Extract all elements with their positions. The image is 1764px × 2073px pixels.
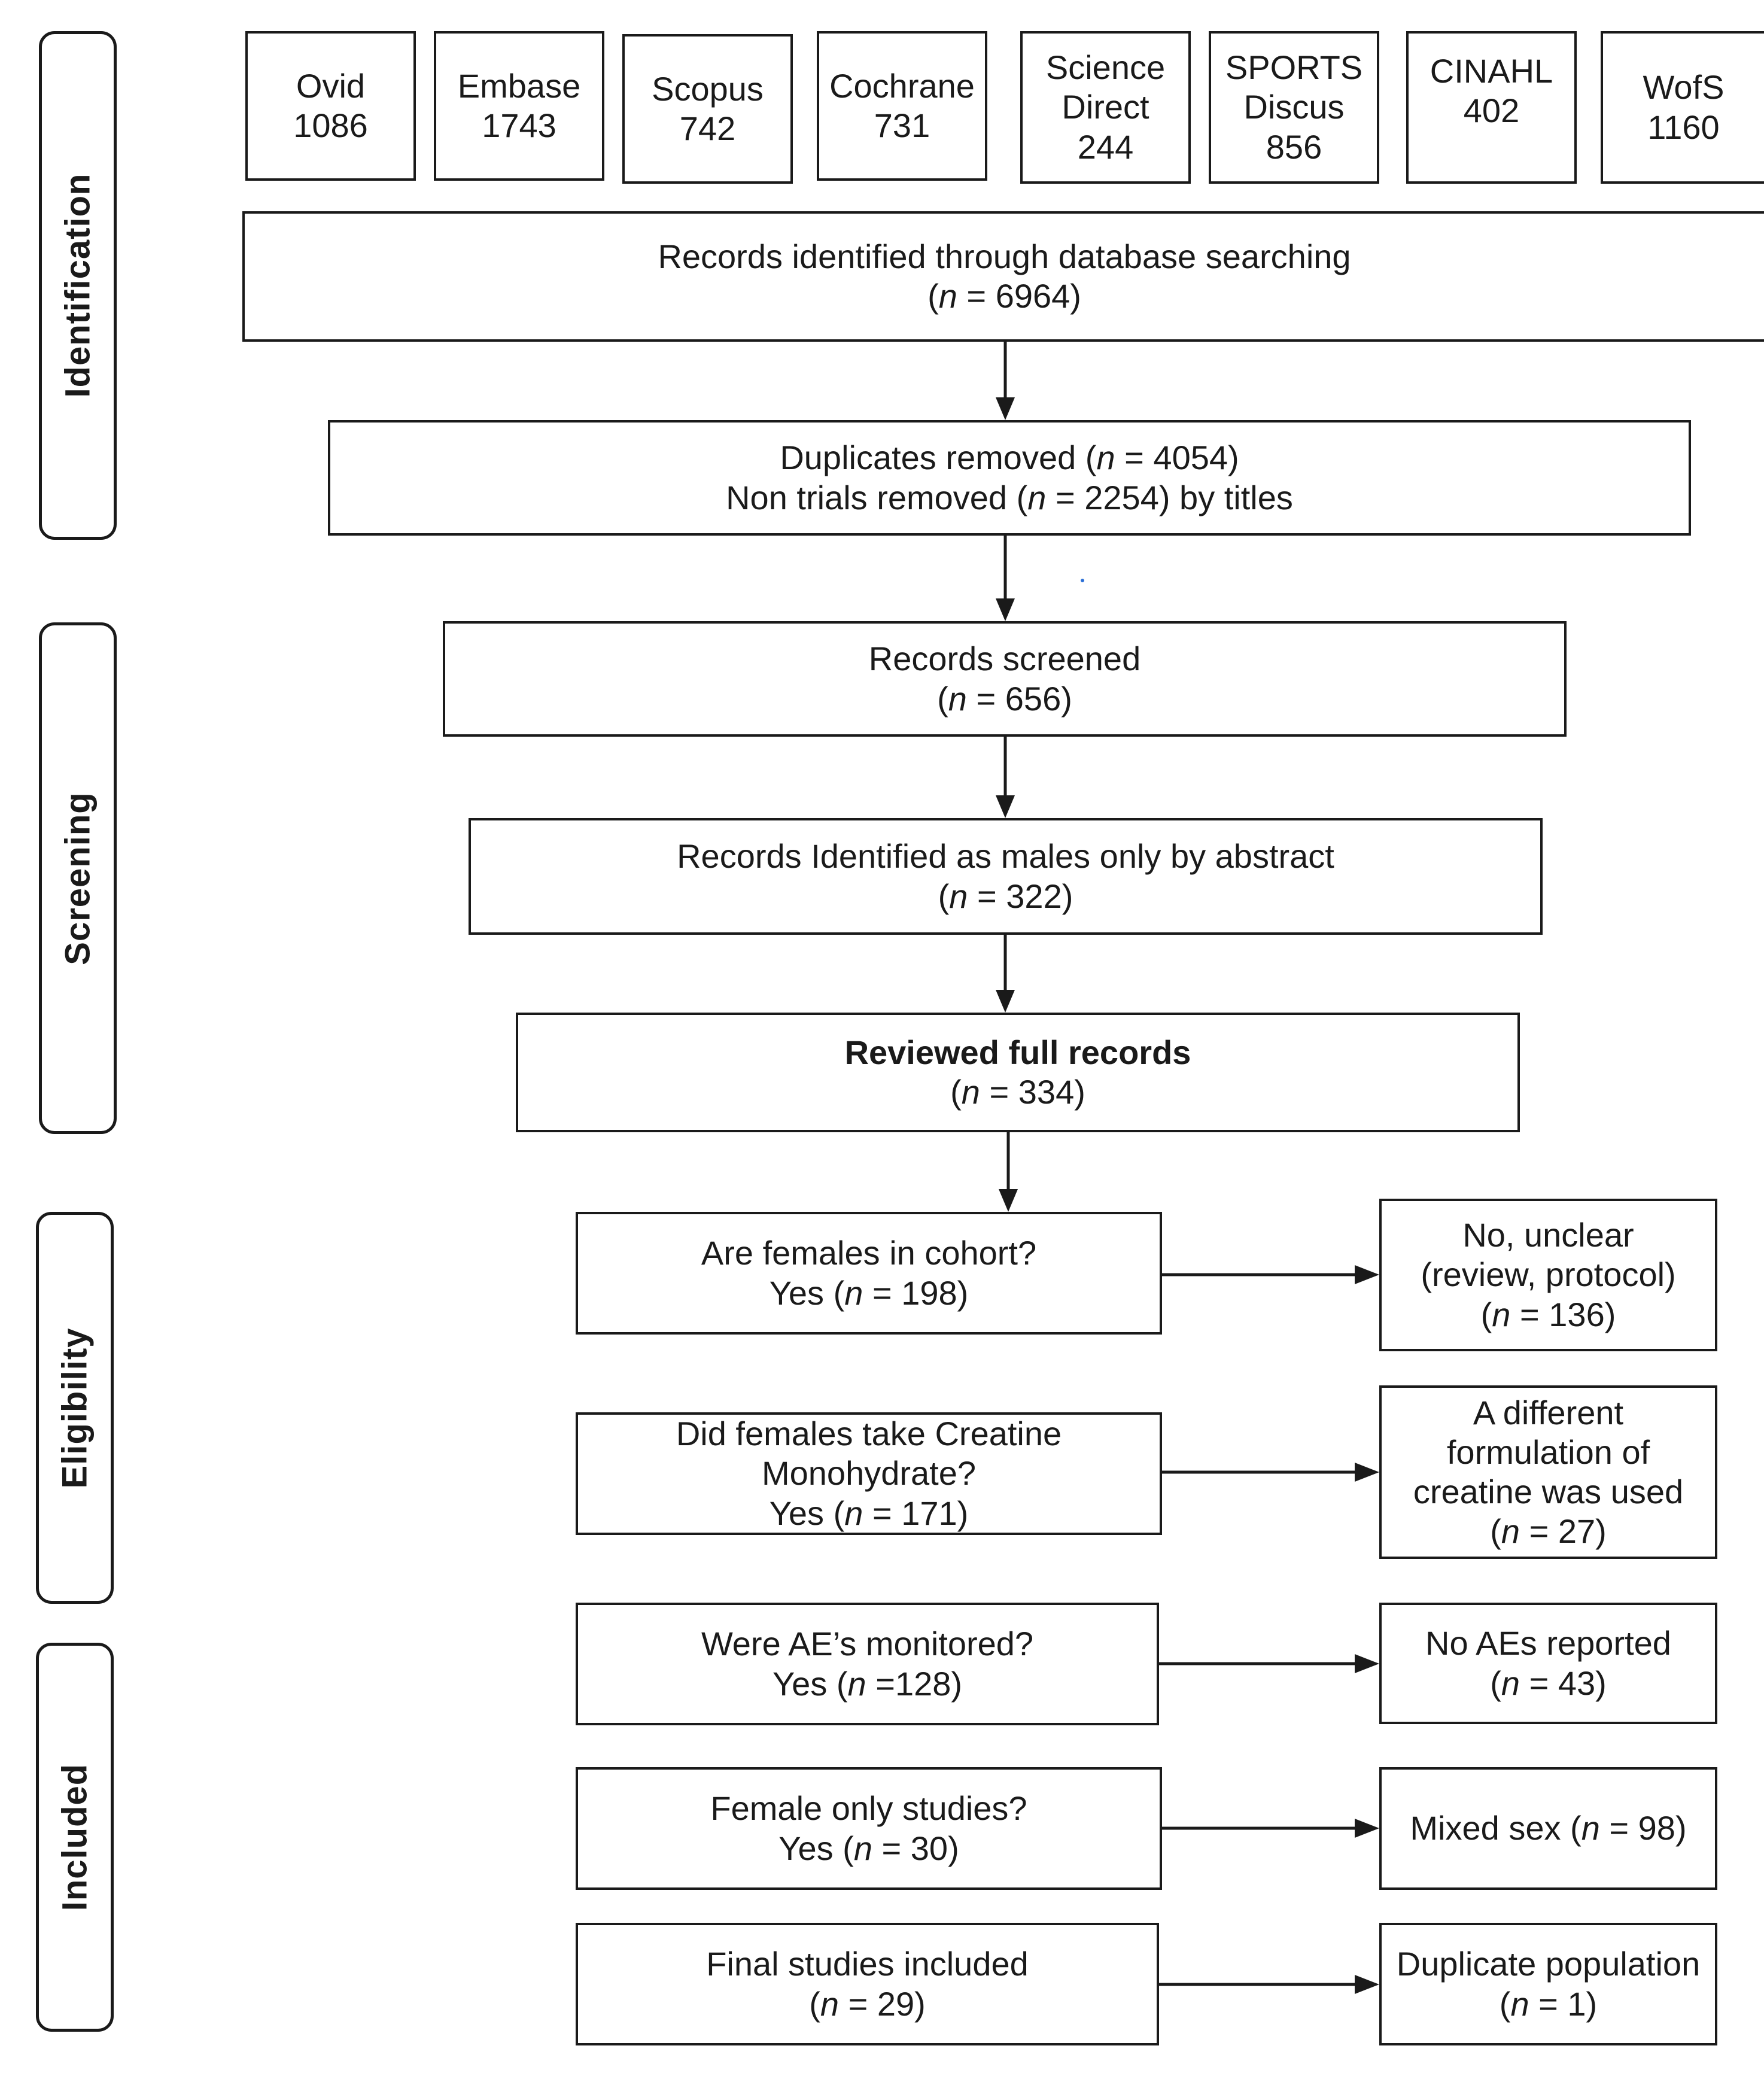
final-studies-label: Final studies included	[706, 1945, 1029, 1983]
database-name: Embase	[457, 66, 581, 105]
arrow-duplicates-to-screened	[996, 536, 1015, 621]
duplicates-removed-box: Duplicates removed (n = 4054) Non trials…	[328, 420, 1691, 536]
database-cinahl: CINAHL 402	[1406, 31, 1577, 184]
records-screened-count: (n = 656)	[937, 679, 1072, 718]
database-scopus: Scopus 742	[622, 34, 793, 184]
database-count: 1086	[293, 107, 368, 144]
duplicate-population-box: Duplicate population (n = 1)	[1379, 1923, 1717, 2045]
records-screened-label: Records screened	[868, 640, 1141, 678]
no-unclear-line1: No, unclear	[1462, 1216, 1634, 1254]
females-cohort-box: Are females in cohort? Yes (n = 198)	[576, 1212, 1162, 1335]
database-name-line2: Direct	[1062, 88, 1149, 126]
database-name-line1: SPORTS	[1225, 48, 1363, 87]
database-name: WofS	[1643, 68, 1725, 107]
records-identified-label: Records identified through database sear…	[658, 237, 1351, 275]
arrow-female-only-to-mixed-sex	[1162, 1819, 1379, 1838]
female-only-count: Yes (n = 30)	[778, 1829, 959, 1867]
different-formulation-box: A different formulation of creatine was …	[1379, 1385, 1717, 1559]
males-only-count: (n = 322)	[938, 877, 1073, 915]
females-cohort-question: Are females in cohort?	[701, 1234, 1037, 1272]
different-formulation-line3: creatine was used	[1413, 1473, 1684, 1510]
database-embase: Embase 1743	[434, 31, 604, 181]
stage-included: Included	[36, 1643, 114, 2032]
no-unclear-count: (n = 136)	[1480, 1295, 1616, 1333]
database-name-line1: Science	[1045, 48, 1166, 87]
females-cohort-count: Yes (n = 198)	[769, 1273, 969, 1312]
database-count: 1743	[482, 107, 556, 144]
database-count: 1160	[1647, 108, 1720, 146]
arrow-screened-to-males-only	[996, 737, 1015, 818]
mixed-sex-label: Mixed sex (n = 98)	[1410, 1809, 1687, 1847]
female-only-box: Female only studies? Yes (n = 30)	[576, 1767, 1162, 1890]
creatine-question-line2: Monohydrate?	[761, 1454, 976, 1493]
males-only-label: Records Identified as males only by abst…	[677, 837, 1334, 876]
different-formulation-count: (n = 27)	[1490, 1512, 1607, 1551]
creatine-box: Did females take Creatine Monohydrate? Y…	[576, 1412, 1162, 1535]
records-identified-box: Records identified through database sear…	[242, 211, 1764, 342]
different-formulation-line2: formulation of	[1446, 1433, 1650, 1471]
stray-dot	[1081, 579, 1084, 582]
no-aes-label: No AEs reported	[1425, 1624, 1671, 1662]
arrow-creatine-to-different-formulation	[1162, 1463, 1379, 1482]
database-name: CINAHL	[1430, 52, 1553, 90]
database-count: 244	[1077, 127, 1134, 166]
ae-monitored-box: Were AE’s monitored? Yes (n =128)	[576, 1603, 1159, 1725]
arrow-ae-to-no-aes	[1159, 1654, 1379, 1673]
creatine-count: Yes (n = 171)	[769, 1494, 969, 1532]
full-records-box: Reviewed full records (n = 334)	[516, 1013, 1520, 1132]
duplicates-removed-label: Duplicates removed (n = 4054)	[780, 439, 1239, 477]
no-unclear-box: No, unclear (review, protocol) (n = 136)	[1379, 1199, 1717, 1351]
ae-monitored-count: Yes (n =128)	[772, 1664, 963, 1703]
database-count: 856	[1266, 127, 1322, 166]
duplicate-population-label: Duplicate population	[1396, 1945, 1701, 1983]
final-studies-count: (n = 29)	[809, 1984, 926, 2023]
stage-identification: Identification	[39, 31, 117, 540]
database-science-direct: Science Direct 244	[1020, 31, 1191, 184]
final-studies-box: Final studies included (n = 29)	[576, 1923, 1159, 2045]
arrow-cohort-to-no-unclear	[1162, 1265, 1379, 1284]
database-count: 731	[874, 107, 930, 144]
records-screened-box: Records screened (n = 656)	[443, 621, 1567, 737]
ae-monitored-question: Were AE’s monitored?	[701, 1625, 1034, 1663]
creatine-question-line1: Did females take Creatine	[676, 1415, 1062, 1453]
database-count: 742	[679, 110, 736, 147]
database-name: Cochrane	[829, 66, 975, 105]
database-name-line2: Discus	[1243, 88, 1345, 126]
no-unclear-line2: (review, protocol)	[1421, 1256, 1676, 1294]
arrow-full-records-to-females-cohort	[999, 1132, 1018, 1212]
database-ovid: Ovid 1086	[245, 31, 416, 181]
arrow-final-to-duplicate-population	[1159, 1975, 1379, 1994]
full-records-label: Reviewed full records	[844, 1033, 1191, 1071]
mixed-sex-box: Mixed sex (n = 98)	[1379, 1767, 1717, 1890]
males-only-box: Records Identified as males only by abst…	[469, 818, 1543, 935]
database-cochrane: Cochrane 731	[817, 31, 987, 181]
database-name: Ovid	[296, 66, 366, 105]
duplicate-population-count: (n = 1)	[1499, 1984, 1598, 2023]
non-trials-removed-label: Non trials removed (n = 2254) by titles	[726, 478, 1293, 516]
no-aes-count: (n = 43)	[1490, 1664, 1607, 1702]
database-name: Scopus	[652, 69, 764, 108]
database-count: 402	[1463, 92, 1520, 130]
different-formulation-line1: A different	[1473, 1393, 1624, 1431]
female-only-question: Female only studies?	[710, 1789, 1027, 1828]
no-aes-box: No AEs reported (n = 43)	[1379, 1603, 1717, 1724]
stage-screening: Screening	[39, 622, 117, 1134]
records-identified-count: (n = 6964)	[927, 277, 1081, 315]
arrow-males-only-to-full-records	[996, 935, 1015, 1013]
full-records-count: (n = 334)	[950, 1073, 1085, 1111]
database-sports-discus: SPORTS Discus 856	[1209, 31, 1379, 184]
stage-eligibility: Eligibility	[36, 1212, 114, 1604]
database-wofs: WofS 1160	[1601, 31, 1764, 184]
arrow-identified-to-duplicates	[996, 342, 1015, 420]
